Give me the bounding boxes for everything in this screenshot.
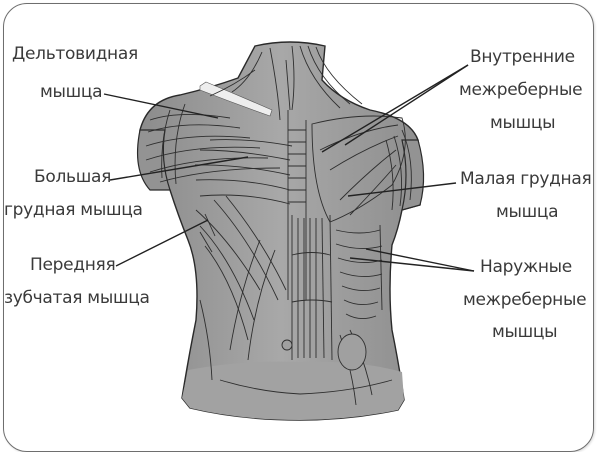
label-deltoid-line2: мышца (40, 82, 103, 102)
label-pectoralis-minor-line2: мышца (496, 202, 559, 222)
label-external-intercostal-line1: Наружные (480, 257, 572, 277)
label-internal-intercostal-line3: мышцы (490, 113, 556, 133)
leader-pectoralis-minor (347, 182, 457, 197)
leader-deltoid (103, 93, 219, 119)
label-pectoralis-minor-line1: Малая грудная (460, 169, 592, 189)
label-serratus-line1: Передняя (30, 255, 116, 275)
label-serratus-line2: зубчатая мышца (4, 288, 150, 308)
label-external-intercostal-line3: мышцы (492, 322, 558, 342)
leader-lines (103, 64, 475, 272)
clavicle-highlight (199, 81, 273, 117)
leader-pectoralis-major (109, 156, 249, 181)
label-pectoralis-major-line2: грудная мышца (4, 200, 143, 220)
label-internal-intercostal-line2: межреберные (459, 80, 583, 100)
label-pectoralis-major-line1: Большая (34, 167, 112, 187)
label-external-intercostal-line2: межреберные (463, 290, 587, 310)
leader-serratus (115, 219, 209, 267)
leader-internal-intercostal-1 (344, 64, 469, 146)
leader-internal-intercostal-2 (321, 64, 469, 153)
label-internal-intercostal-line1: Внутренние (470, 47, 575, 67)
muscle-fibers (145, 45, 412, 406)
torso-body (136, 41, 425, 421)
label-deltoid-line1: Дельтовидная (12, 44, 138, 64)
leader-external-intercostal-1 (365, 248, 475, 272)
leader-external-intercostal-2 (349, 257, 475, 272)
